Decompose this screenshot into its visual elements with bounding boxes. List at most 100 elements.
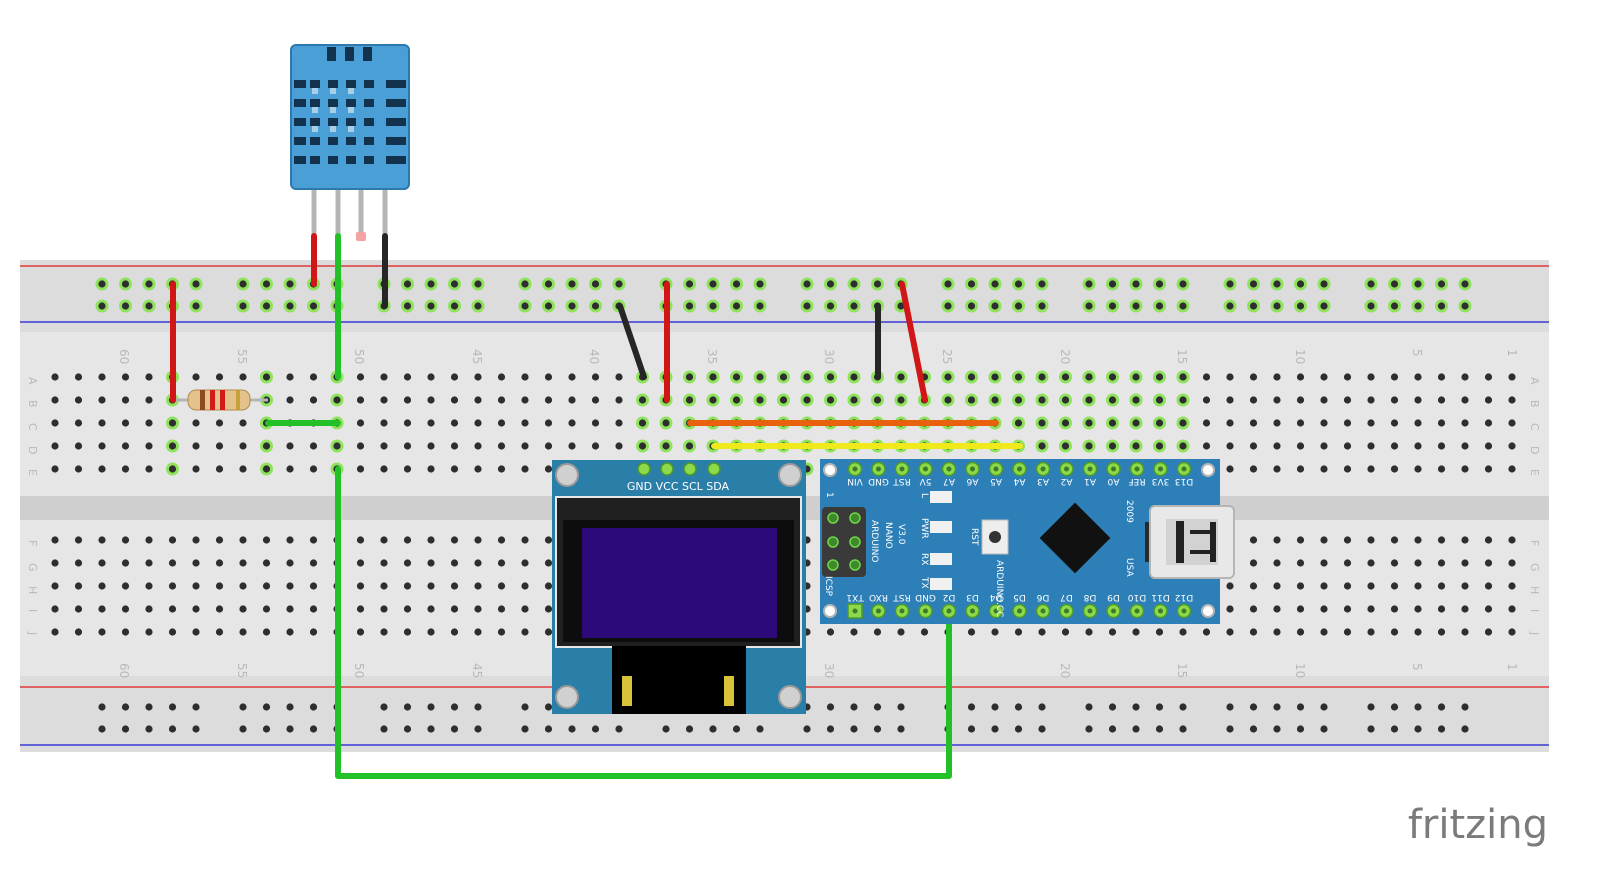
breadboard-hole[interactable]	[380, 396, 388, 404]
breadboard-hole[interactable]	[521, 559, 529, 567]
breadboard-hole[interactable]	[1061, 419, 1070, 427]
breadboard-hole[interactable]	[356, 465, 365, 473]
rail-hole[interactable]	[309, 302, 318, 310]
breadboard-hole[interactable]	[262, 582, 271, 590]
breadboard-hole[interactable]	[1179, 373, 1187, 381]
breadboard-hole[interactable]	[215, 605, 224, 613]
rail-hole[interactable]	[98, 703, 106, 711]
breadboard-hole[interactable]	[427, 373, 435, 381]
rail-hole[interactable]	[121, 302, 130, 310]
rail-hole[interactable]	[967, 302, 976, 310]
rail-hole[interactable]	[991, 703, 999, 711]
breadboard-hole[interactable]	[521, 605, 529, 613]
breadboard-hole[interactable]	[192, 536, 200, 544]
breadboard-hole[interactable]	[1390, 442, 1399, 450]
breadboard-hole[interactable]	[474, 628, 482, 636]
rail-hole[interactable]	[98, 280, 106, 288]
breadboard-hole[interactable]	[1437, 465, 1446, 473]
breadboard-hole[interactable]	[709, 396, 717, 404]
breadboard-hole[interactable]	[239, 373, 247, 381]
rail-hole[interactable]	[568, 725, 576, 733]
rail-hole[interactable]	[1437, 703, 1446, 711]
rail-hole[interactable]	[521, 280, 529, 288]
breadboard-hole[interactable]	[1226, 465, 1234, 473]
breadboard-hole[interactable]	[544, 442, 553, 450]
breadboard-hole[interactable]	[873, 628, 882, 636]
breadboard-hole[interactable]	[145, 419, 153, 427]
breadboard-hole[interactable]	[286, 605, 294, 613]
rail-hole[interactable]	[967, 725, 976, 733]
breadboard-hole[interactable]	[145, 373, 153, 381]
breadboard-hole[interactable]	[1273, 628, 1281, 636]
rail-hole[interactable]	[1226, 725, 1234, 733]
breadboard-hole[interactable]	[51, 442, 59, 450]
breadboard-hole[interactable]	[427, 465, 435, 473]
rail-hole[interactable]	[1132, 280, 1140, 288]
rail-hole[interactable]	[309, 703, 318, 711]
breadboard-hole[interactable]	[215, 582, 224, 590]
breadboard-hole[interactable]	[615, 419, 623, 427]
breadboard-hole[interactable]	[615, 396, 623, 404]
breadboard-hole[interactable]	[74, 396, 83, 404]
breadboard-hole[interactable]	[1038, 442, 1046, 450]
oled-pin-vcc[interactable]	[660, 462, 674, 476]
breadboard-hole[interactable]	[239, 465, 247, 473]
breadboard-hole[interactable]	[1484, 465, 1493, 473]
breadboard-hole[interactable]	[309, 628, 318, 636]
breadboard-hole[interactable]	[98, 582, 106, 590]
breadboard-hole[interactable]	[427, 628, 435, 636]
breadboard-hole[interactable]	[1484, 419, 1493, 427]
breadboard-hole[interactable]	[74, 559, 83, 567]
breadboard-hole[interactable]	[1461, 396, 1469, 404]
breadboard-hole[interactable]	[239, 605, 247, 613]
rail-hole[interactable]	[897, 725, 905, 733]
breadboard-hole[interactable]	[497, 559, 506, 567]
breadboard-hole[interactable]	[474, 465, 482, 473]
breadboard-hole[interactable]	[920, 628, 929, 636]
rail-hole[interactable]	[1273, 302, 1281, 310]
breadboard-hole[interactable]	[1249, 559, 1258, 567]
breadboard-hole[interactable]	[474, 582, 482, 590]
breadboard-hole[interactable]	[1085, 419, 1093, 427]
breadboard-hole[interactable]	[1437, 628, 1446, 636]
rail-hole[interactable]	[568, 302, 576, 310]
breadboard-hole[interactable]	[1390, 465, 1399, 473]
rail-hole[interactable]	[98, 725, 106, 733]
breadboard-hole[interactable]	[544, 373, 553, 381]
breadboard-hole[interactable]	[1320, 465, 1328, 473]
breadboard-hole[interactable]	[145, 465, 153, 473]
breadboard-hole[interactable]	[1367, 605, 1375, 613]
breadboard-hole[interactable]	[51, 628, 59, 636]
breadboard-hole[interactable]	[1367, 582, 1375, 590]
rail-hole[interactable]	[1132, 302, 1140, 310]
breadboard-hole[interactable]	[1108, 419, 1117, 427]
rail-hole[interactable]	[1390, 725, 1399, 733]
breadboard-hole[interactable]	[1343, 442, 1352, 450]
breadboard-hole[interactable]	[1437, 605, 1446, 613]
breadboard-hole[interactable]	[1508, 373, 1516, 381]
breadboard-hole[interactable]	[145, 605, 153, 613]
breadboard-hole[interactable]	[1085, 396, 1093, 404]
rail-hole[interactable]	[1320, 302, 1328, 310]
rail-hole[interactable]	[145, 703, 153, 711]
breadboard-hole[interactable]	[685, 373, 694, 381]
breadboard-hole[interactable]	[826, 396, 835, 404]
breadboard-hole[interactable]	[1414, 536, 1422, 544]
breadboard-hole[interactable]	[215, 442, 224, 450]
breadboard-hole[interactable]	[1390, 373, 1399, 381]
breadboard-hole[interactable]	[450, 559, 459, 567]
rail-hole[interactable]	[1414, 703, 1422, 711]
breadboard-hole[interactable]	[1461, 442, 1469, 450]
breadboard-hole[interactable]	[591, 373, 600, 381]
breadboard-hole[interactable]	[427, 536, 435, 544]
breadboard-hole[interactable]	[1296, 373, 1305, 381]
breadboard-hole[interactable]	[450, 419, 459, 427]
breadboard-hole[interactable]	[497, 628, 506, 636]
breadboard-hole[interactable]	[521, 442, 529, 450]
breadboard-hole[interactable]	[521, 419, 529, 427]
breadboard-hole[interactable]	[1108, 628, 1117, 636]
rail-hole[interactable]	[1085, 703, 1093, 711]
breadboard-hole[interactable]	[568, 396, 576, 404]
breadboard-hole[interactable]	[403, 442, 412, 450]
rail-hole[interactable]	[1085, 280, 1093, 288]
